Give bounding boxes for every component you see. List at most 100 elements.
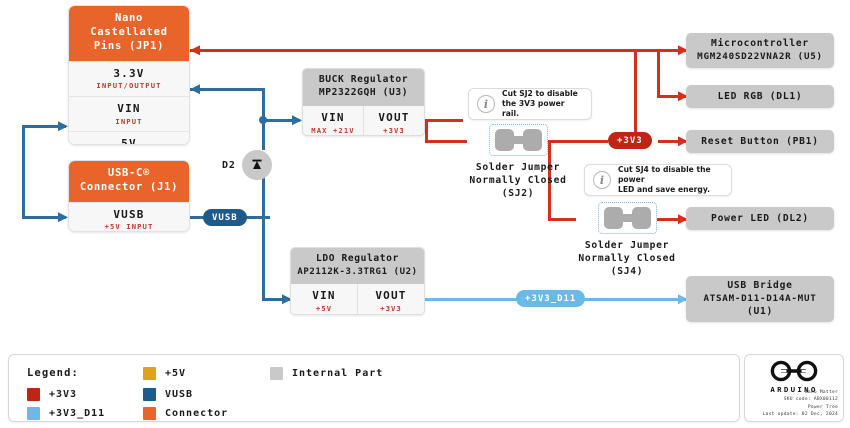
block-usb-bridge-line2: ATSAM-D11-D14A-MUT: [703, 292, 817, 304]
buck-pin-vin[interactable]: VIN MAX +21V: [303, 105, 363, 135]
block-ldo-pins: VIN +5V VOUT +3V3: [291, 284, 424, 314]
note-sj2-text: Cut SJ2 to disable the 3V3 power rail.: [502, 89, 583, 120]
block-led-rgb[interactable]: LED RGB (DL1): [686, 85, 834, 108]
net-pill-3v3-d11: +3V3_D11: [516, 290, 586, 307]
wire-vusb-to-usbc: [22, 216, 66, 219]
block-nano-castellated-pins[interactable]: Nano Castellated Pins (JP1) 3.3V INPUT/O…: [68, 5, 190, 145]
arduino-wordmark: ARDUINO: [770, 385, 818, 394]
block-ldo-regulator[interactable]: LDO Regulator AP2112K-3.3TRG1 (U2) VIN +…: [290, 247, 425, 315]
block-ldo-title: LDO Regulator AP2112K-3.3TRG1 (U2): [291, 248, 424, 285]
solder-jumper-sj2[interactable]: Solder Jumper Normally Closed (SJ2): [463, 124, 573, 201]
sj2-label-line1: Solder Jumper: [475, 162, 561, 173]
brand-panel: ARDUINO Nano Matter SKU code: ABX00112 P…: [744, 354, 844, 422]
legend-title: Legend:: [27, 367, 79, 379]
block-buck-title: BUCK Regulator MP2322GQH (U3): [303, 69, 424, 106]
wire-3v3d11-to-usbbridge: [578, 298, 686, 301]
solder-jumper-sj4-icon[interactable]: [597, 202, 657, 234]
sj2-pad-left: [494, 129, 514, 151]
wire-buck-down: [425, 119, 428, 142]
diode-symbol-icon: [252, 159, 262, 169]
wire-d2-trunk-lower: [262, 175, 265, 218]
diode-d2-group: D2: [222, 148, 282, 182]
pin-row-5v[interactable]: 5V INPUT/OUTPUT: [69, 131, 189, 145]
solder-jumper-sj2-icon[interactable]: [488, 124, 548, 156]
diode-icon: [241, 150, 272, 180]
wire-sj2-out: [528, 140, 608, 143]
wire-buck-vout: [425, 119, 463, 122]
wire-top-bus-to-mcu: [634, 49, 686, 52]
wire-3v3-riser: [634, 49, 637, 142]
pin-row-vin[interactable]: VIN INPUT: [69, 95, 189, 132]
meta-line-board: Nano Matter: [804, 390, 838, 395]
buck-pin-vout[interactable]: VOUT +3V3: [363, 105, 424, 135]
legend-label-5v: +5V: [165, 368, 187, 379]
pin-name-5v: 5V: [121, 137, 137, 145]
block-ldo-title-line2: AP2112K-3.3TRG1 (U2): [297, 266, 418, 277]
legend-swatch-connector: [143, 407, 156, 420]
wire-sj2-down-riser: [548, 140, 551, 220]
legend-item-vusb: VUSB: [143, 388, 193, 401]
wire-vusb-to-5v: [22, 125, 66, 128]
sj4-pad-left: [603, 207, 623, 229]
solder-jumper-sj4[interactable]: Solder Jumper Normally Closed (SJ4): [572, 202, 682, 279]
block-power-led-text: Power LED (DL2): [711, 212, 809, 224]
block-ldo-title-line1: LDO Regulator: [316, 253, 399, 264]
pin-name-vusb: VUSB: [113, 207, 145, 221]
wire-trunk-to-vin: [190, 88, 264, 91]
ldo-pin-vin-name: VIN: [312, 289, 336, 303]
block-usbc-connector[interactable]: USB-C® Connector (J1) VUSB +5V INPUT: [68, 160, 190, 232]
sj2-label-line2: Normally Closed: [469, 174, 567, 186]
block-usb-bridge-line3: (U1): [746, 306, 774, 318]
pin-row-3v3[interactable]: 3.3V INPUT/OUTPUT: [69, 60, 189, 96]
wire-into-sj2: [425, 140, 467, 143]
pin-sub-3v3: INPUT/OUTPUT: [96, 81, 162, 91]
block-usb-bridge-line1: USB Bridge: [727, 280, 793, 292]
block-buck-title-line1: BUCK Regulator: [318, 74, 409, 85]
legend-item-3v3: +3V3: [27, 388, 77, 401]
block-nano-pins-title-line1: Nano Castellated: [90, 12, 168, 38]
solder-jumper-sj4-label: Solder Jumper Normally Closed (SJ4): [578, 240, 675, 279]
legend-item-connector: Connector: [143, 407, 228, 420]
buck-pin-vin-sub: MAX +21V: [311, 125, 355, 135]
legend-swatch-vusb: [143, 388, 156, 401]
ldo-pin-vin[interactable]: VIN +5V: [291, 284, 357, 314]
wire-vusb-left-vertical: [22, 125, 25, 218]
block-microcontroller-line2: MGM240SD22VNA2R (U5): [697, 50, 823, 62]
legend-swatch-3v3-d11: [27, 407, 40, 420]
block-usb-bridge-text: USB Bridge ATSAM-D11-D14A-MUT (U1): [703, 279, 816, 319]
block-buck-regulator[interactable]: BUCK Regulator MP2322GQH (U3) VIN MAX +2…: [302, 68, 425, 136]
buck-pin-vin-name: VIN: [321, 110, 345, 124]
block-buck-title-line2: MP2322GQH (U3): [318, 86, 409, 98]
wire-top-bus-to-3v3-pin: [190, 49, 636, 52]
block-usb-bridge[interactable]: USB Bridge ATSAM-D11-D14A-MUT (U1): [686, 276, 834, 322]
wire-3v3-to-reset: [658, 140, 686, 143]
ldo-pin-vin-sub: +5V: [315, 303, 333, 313]
net-pill-3v3: +3V3: [608, 132, 652, 149]
sj4-bridge: [622, 214, 632, 222]
block-usbc-title: USB-C® Connector (J1): [69, 161, 189, 202]
ldo-pin-vout[interactable]: VOUT +3V3: [357, 284, 424, 314]
block-reset-button[interactable]: Reset Button (PB1): [686, 130, 834, 153]
block-usbc-title-line1: USB-C®: [107, 167, 151, 179]
legend-swatch-internal-part: [270, 367, 283, 380]
legend-item-5v: +5V: [143, 367, 186, 380]
sj2-bridge: [513, 136, 523, 144]
legend-item-internal-part: Internal Part: [270, 367, 383, 380]
legend-label-connector: Connector: [165, 408, 229, 419]
wire-into-sj4: [548, 218, 576, 221]
meta-line-sku: SKU code: ABX00112: [783, 397, 838, 403]
sj2-label-line3: (SJ2): [501, 187, 535, 199]
legend-panel: Legend: +3V3 +3V3_D11 +5V VUSB Connector: [8, 354, 740, 422]
note-sj2-line2: the 3V3 power rail.: [502, 98, 565, 119]
block-power-led[interactable]: Power LED (DL2): [686, 207, 834, 230]
diagram-canvas: Nano Castellated Pins (JP1) 3.3V INPUT/O…: [22, 5, 834, 322]
pin-sub-vin: INPUT: [115, 116, 143, 126]
note-sj4-line2: LED and save energy.: [618, 185, 710, 195]
note-sj4-text: Cut SJ4 to disable the power LED and sav…: [618, 165, 723, 196]
block-nano-pins-title: Nano Castellated Pins (JP1): [69, 6, 189, 61]
pin-row-vusb[interactable]: VUSB +5V INPUT: [69, 201, 189, 231]
legend-label-3v3: +3V3: [49, 389, 78, 400]
wire-trunk-to-ldo: [262, 298, 290, 301]
block-microcontroller[interactable]: Microcontroller MGM240SD22VNA2R (U5): [686, 33, 834, 68]
